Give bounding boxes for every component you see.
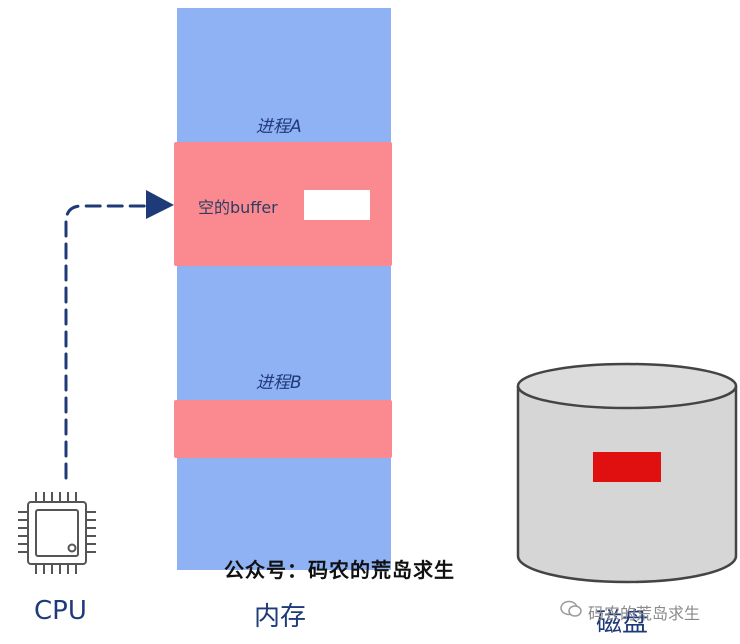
cpu-caption: CPU [34,596,87,626]
watermark-corner: 码农的荒岛求生 [588,604,701,623]
empty-buffer-box [304,190,370,220]
process-b-label: 进程B [256,373,302,393]
memory-column [177,8,391,570]
wechat-icon [560,600,582,618]
disk-cylinder-icon [516,362,738,584]
empty-buffer-label: 空的buffer [198,198,278,217]
memory-caption: 内存 [254,602,307,632]
process-a-label: 进程A [256,117,302,137]
process-b-region [174,400,392,458]
cpu-chip-icon [18,492,96,574]
disk-caption: 磁盘 [596,608,649,638]
disk-data-block [593,452,661,482]
watermark-center: 公众号：码农的荒岛求生 [224,558,455,582]
